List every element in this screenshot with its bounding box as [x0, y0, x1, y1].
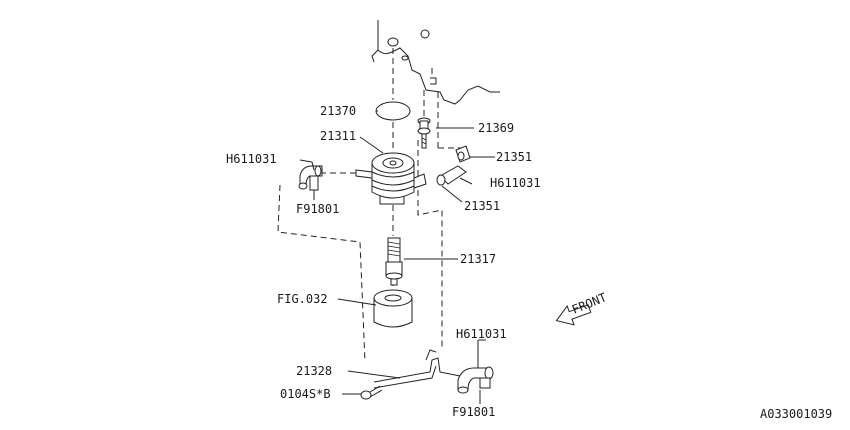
figure-id: A033001039 [760, 407, 832, 421]
label-21370: 21370 [320, 104, 356, 118]
label-21369: 21369 [478, 121, 514, 135]
label-0104sb: 0104S*B [280, 387, 331, 401]
oil-cooler-21311 [355, 152, 427, 205]
label-f91801-left: F91801 [296, 202, 339, 216]
hose-fitting-bottom [457, 366, 494, 394]
leader-dashes [277, 48, 462, 363]
pipe-21328 [373, 349, 461, 389]
leader-lines [299, 110, 495, 404]
front-arrow-icon [555, 304, 592, 326]
label-21317: 21317 [460, 252, 496, 266]
label-21351-bottom: 21351 [464, 199, 500, 213]
o-ring-21370 [375, 101, 411, 121]
label-h611031-bottom: H611031 [456, 327, 507, 341]
connector-bolt-21317 [385, 237, 403, 286]
label-21328: 21328 [296, 364, 332, 378]
label-fig032: FIG.032 [277, 292, 328, 306]
bolt-0104sb [360, 385, 383, 400]
bolt-21369 [417, 117, 431, 149]
label-21311: 21311 [320, 129, 356, 143]
oil-filter [373, 289, 413, 328]
engine-block-outline [371, 20, 500, 105]
label-h611031-left: H611031 [226, 152, 277, 166]
label-h611031-right: H611031 [490, 176, 541, 190]
label-21351-top: 21351 [496, 150, 532, 164]
label-f91801-bottom: F91801 [452, 405, 495, 419]
hose-fitting-left [298, 165, 323, 191]
hose-fitting-right [436, 145, 471, 186]
